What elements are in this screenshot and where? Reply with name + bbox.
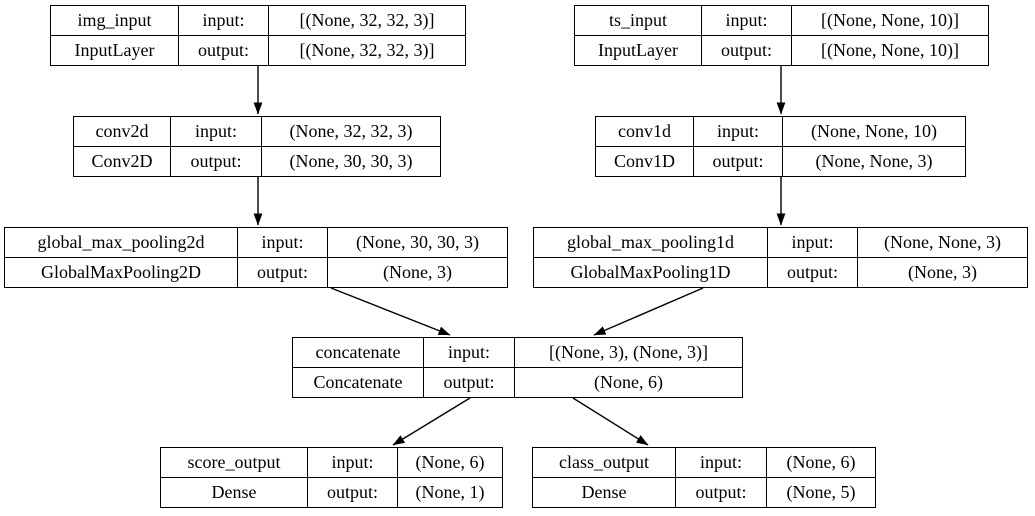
input-shape: (None, 6) <box>766 448 875 477</box>
node-row: InputLayer output: [(None, 32, 32, 3)] <box>51 35 465 65</box>
layer-name: class_output <box>559 452 649 472</box>
layer-name: score_output <box>187 452 281 472</box>
output-shape: (None, 30, 30, 3) <box>261 147 440 176</box>
input-label: input: <box>237 228 327 257</box>
node-row: GlobalMaxPooling2D output: (None, 3) <box>5 257 507 287</box>
edge-global_max_pooling1d-concatenate <box>593 287 704 336</box>
input-label: input: <box>423 338 514 367</box>
output-label: output: <box>693 147 782 176</box>
layer-name: ts_input <box>608 10 667 30</box>
input-shape: [(None, 3), (None, 3)] <box>514 338 742 367</box>
input-shape: (None, 32, 32, 3) <box>261 117 440 146</box>
output-label: output: <box>178 36 268 65</box>
layer-name: conv2d <box>95 121 149 141</box>
input-shape: (None, None, 3) <box>857 228 1027 257</box>
input-shape: [(None, 32, 32, 3)] <box>268 6 465 35</box>
node-row: global_max_pooling2d input: (None, 30, 3… <box>5 228 507 257</box>
layer-class: Dense <box>581 482 627 502</box>
node-score_output: score_output input: (None, 6) Dense outp… <box>160 447 503 508</box>
node-row: conv2d input: (None, 32, 32, 3) <box>74 117 440 146</box>
node-row: Concatenate output: (None, 6) <box>293 367 742 397</box>
input-shape: [(None, None, 10)] <box>791 6 988 35</box>
node-ts_input: ts_input input: [(None, None, 10)] Input… <box>574 5 989 66</box>
layer-class: Conv2D <box>91 151 153 171</box>
output-label: output: <box>170 147 261 176</box>
layer-class: Concatenate <box>313 372 403 392</box>
layer-class: GlobalMaxPooling2D <box>41 262 201 282</box>
input-shape: (None, 6) <box>397 448 502 477</box>
output-shape: (None, 3) <box>327 258 507 287</box>
edge-concatenate-class_output <box>572 397 649 446</box>
node-img_input: img_input input: [(None, 32, 32, 3)] Inp… <box>50 5 466 66</box>
output-label: output: <box>423 368 514 397</box>
node-row: GlobalMaxPooling1D output: (None, 3) <box>534 257 1027 287</box>
node-concatenate: concatenate input: [(None, 3), (None, 3)… <box>292 337 743 398</box>
layer-class: InputLayer <box>598 40 678 60</box>
node-global_max_pooling1d: global_max_pooling1d input: (None, None,… <box>533 227 1028 288</box>
edge-global_max_pooling2d-concatenate <box>330 287 451 336</box>
output-shape: (None, None, 3) <box>782 147 965 176</box>
layer-class: GlobalMaxPooling1D <box>570 262 731 282</box>
input-label: input: <box>767 228 857 257</box>
node-row: InputLayer output: [(None, None, 10)] <box>575 35 988 65</box>
node-conv2d: conv2d input: (None, 32, 32, 3) Conv2D o… <box>73 116 441 177</box>
node-row: class_output input: (None, 6) <box>533 448 875 477</box>
node-row: Dense output: (None, 5) <box>533 477 875 507</box>
node-row: Dense output: (None, 1) <box>161 477 502 507</box>
output-shape: (None, 6) <box>514 368 742 397</box>
node-row: concatenate input: [(None, 3), (None, 3)… <box>293 338 742 367</box>
output-shape: (None, 3) <box>857 258 1027 287</box>
output-shape: (None, 1) <box>397 478 502 507</box>
input-shape: (None, 30, 30, 3) <box>327 228 507 257</box>
layer-name: concatenate <box>315 342 401 362</box>
layer-class: Conv1D <box>613 151 675 171</box>
output-label: output: <box>701 36 791 65</box>
input-shape: (None, None, 10) <box>782 117 965 146</box>
layer-name: img_input <box>77 10 152 30</box>
layer-name: global_max_pooling1d <box>567 232 734 252</box>
node-row: Conv2D output: (None, 30, 30, 3) <box>74 146 440 176</box>
node-row: score_output input: (None, 6) <box>161 448 502 477</box>
node-row: conv1d input: (None, None, 10) <box>596 117 965 146</box>
layer-name: global_max_pooling2d <box>37 232 205 252</box>
output-label: output: <box>237 258 327 287</box>
input-label: input: <box>170 117 261 146</box>
layer-class: InputLayer <box>74 40 155 60</box>
output-label: output: <box>307 478 397 507</box>
node-row: Conv1D output: (None, None, 3) <box>596 146 965 176</box>
layer-name: conv1d <box>618 121 671 141</box>
output-shape: [(None, None, 10)] <box>791 36 988 65</box>
node-class_output: class_output input: (None, 6) Dense outp… <box>532 447 876 508</box>
output-label: output: <box>767 258 857 287</box>
input-label: input: <box>675 448 766 477</box>
output-shape: [(None, 32, 32, 3)] <box>268 36 465 65</box>
output-shape: (None, 5) <box>766 478 875 507</box>
node-row: img_input input: [(None, 32, 32, 3)] <box>51 6 465 35</box>
input-label: input: <box>701 6 791 35</box>
input-label: input: <box>178 6 268 35</box>
input-label: input: <box>307 448 397 477</box>
node-row: ts_input input: [(None, None, 10)] <box>575 6 988 35</box>
node-global_max_pooling2d: global_max_pooling2d input: (None, 30, 3… <box>4 227 508 288</box>
edge-concatenate-score_output <box>392 397 471 446</box>
output-label: output: <box>675 478 766 507</box>
node-row: global_max_pooling1d input: (None, None,… <box>534 228 1027 257</box>
layer-class: Dense <box>211 482 257 502</box>
node-conv1d: conv1d input: (None, None, 10) Conv1D ou… <box>595 116 966 177</box>
input-label: input: <box>693 117 782 146</box>
